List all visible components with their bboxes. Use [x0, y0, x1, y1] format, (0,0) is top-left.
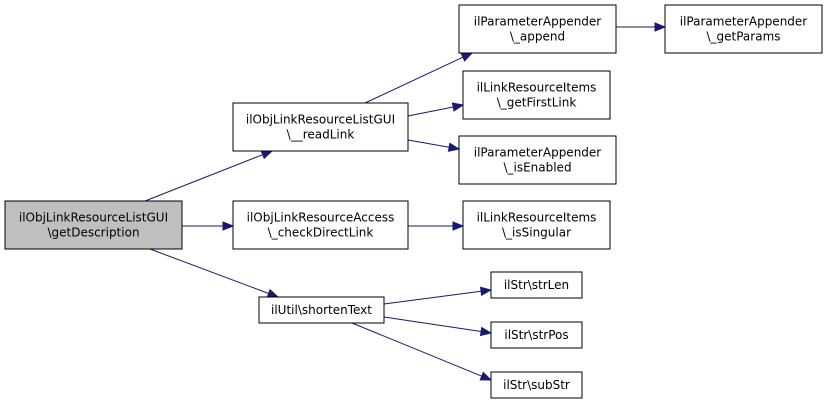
edge-line — [351, 322, 482, 377]
node-getParams[interactable]: ilParameterAppender\_getParams — [664, 4, 823, 54]
edge-line — [383, 290, 482, 305]
node-label-line: ilStr\strPos — [504, 328, 568, 342]
node-subStr[interactable]: ilStr\subStr — [490, 371, 583, 399]
node-label-line: ilParameterAppender — [680, 15, 808, 29]
arrowhead-icon — [452, 221, 465, 231]
node-label-line: ilLinkResourceItems — [477, 211, 597, 225]
arrowhead-icon — [260, 150, 274, 160]
node-label-line: ilObjLinkResourceListGUI — [246, 113, 395, 127]
node-label-line: ilStr\strLen — [504, 278, 569, 292]
node-label-line: \_isSingular — [502, 226, 571, 240]
node-label-line: ilParameterAppender — [474, 146, 602, 160]
node-label-line: ilParameterAppender — [474, 15, 602, 29]
node-label-line: \__readLink — [287, 128, 355, 142]
node-label-line: ilObjLinkResourceAccess — [247, 211, 395, 225]
node-getFirstLink[interactable]: ilLinkResourceItems\_getFirstLink — [462, 70, 611, 120]
edge-line — [144, 154, 263, 202]
edges-layer — [144, 22, 667, 381]
edge-getDescription-to-shortenText — [149, 248, 280, 298]
node-shortenText[interactable]: ilUtil\shortenText — [258, 296, 385, 324]
node-box — [490, 321, 583, 349]
node-label-line: \_append — [510, 30, 565, 44]
arrowhead-icon — [654, 22, 667, 32]
node-strLen[interactable]: ilStr\strLen — [490, 271, 583, 299]
arrowhead-icon — [479, 326, 493, 337]
node-label-line: ilObjLinkResourceListGUI — [19, 211, 168, 225]
edge-readLink-to-isEnabled — [407, 139, 461, 152]
node-label-line: ilStr\subStr — [503, 378, 570, 392]
node-box — [458, 4, 617, 54]
node-box — [490, 271, 583, 299]
node-box — [458, 135, 617, 185]
edge-shortenText-to-subStr — [351, 322, 493, 381]
node-label-line: \_getFirstLink — [497, 96, 577, 110]
arrowhead-icon — [479, 371, 493, 381]
edge-line — [407, 139, 450, 148]
edge-getDescription-to-readLink — [144, 150, 274, 202]
edge-line — [364, 56, 464, 104]
edge-append-to-getParams — [616, 22, 667, 32]
node-box — [4, 200, 183, 250]
node-label-line: \getDescription — [47, 226, 139, 240]
edge-shortenText-to-strLen — [383, 286, 493, 305]
arrowhead-icon — [222, 221, 235, 231]
node-box — [232, 102, 409, 152]
edge-getDescription-to-checkDirectLink — [182, 221, 235, 231]
node-checkDirectLink[interactable]: ilObjLinkResourceAccess\_checkDirectLink — [232, 200, 409, 250]
node-strPos[interactable]: ilStr\strPos — [490, 321, 583, 349]
arrowhead-icon — [479, 286, 493, 297]
arrowhead-icon — [451, 102, 465, 112]
node-getDescription[interactable]: ilObjLinkResourceListGUI\getDescription — [4, 200, 183, 250]
edge-readLink-to-getFirstLink — [407, 102, 465, 117]
node-label-line: \_getParams — [706, 30, 780, 44]
node-box — [462, 200, 611, 250]
node-isSingular[interactable]: ilLinkResourceItems\_isSingular — [462, 200, 611, 250]
node-box — [490, 371, 583, 399]
arrowhead-icon — [266, 288, 280, 298]
edge-shortenText-to-strPos — [383, 316, 493, 337]
edge-line — [407, 106, 454, 117]
edge-checkDirectLink-to-isSingular — [408, 221, 465, 231]
arrowhead-icon — [460, 52, 474, 62]
nodes-layer: ilObjLinkResourceListGUI\getDescriptioni… — [4, 4, 823, 399]
node-isEnabled[interactable]: ilParameterAppender\_isEnabled — [458, 135, 617, 185]
node-box — [664, 4, 823, 54]
node-box — [232, 200, 409, 250]
node-label-line: ilUtil\shortenText — [271, 303, 372, 317]
node-label-line: \_isEnabled — [503, 161, 571, 175]
node-readLink[interactable]: ilObjLinkResourceListGUI\__readLink — [232, 102, 409, 152]
node-label-line: ilLinkResourceItems — [477, 81, 597, 95]
node-append[interactable]: ilParameterAppender\_append — [458, 4, 617, 54]
arrowhead-icon — [447, 142, 461, 152]
node-box — [462, 70, 611, 120]
edge-readLink-to-append — [364, 52, 474, 104]
node-label-line: \_checkDirectLink — [268, 226, 374, 240]
edge-line — [149, 248, 269, 294]
edge-line — [383, 316, 482, 333]
node-box — [258, 296, 385, 324]
